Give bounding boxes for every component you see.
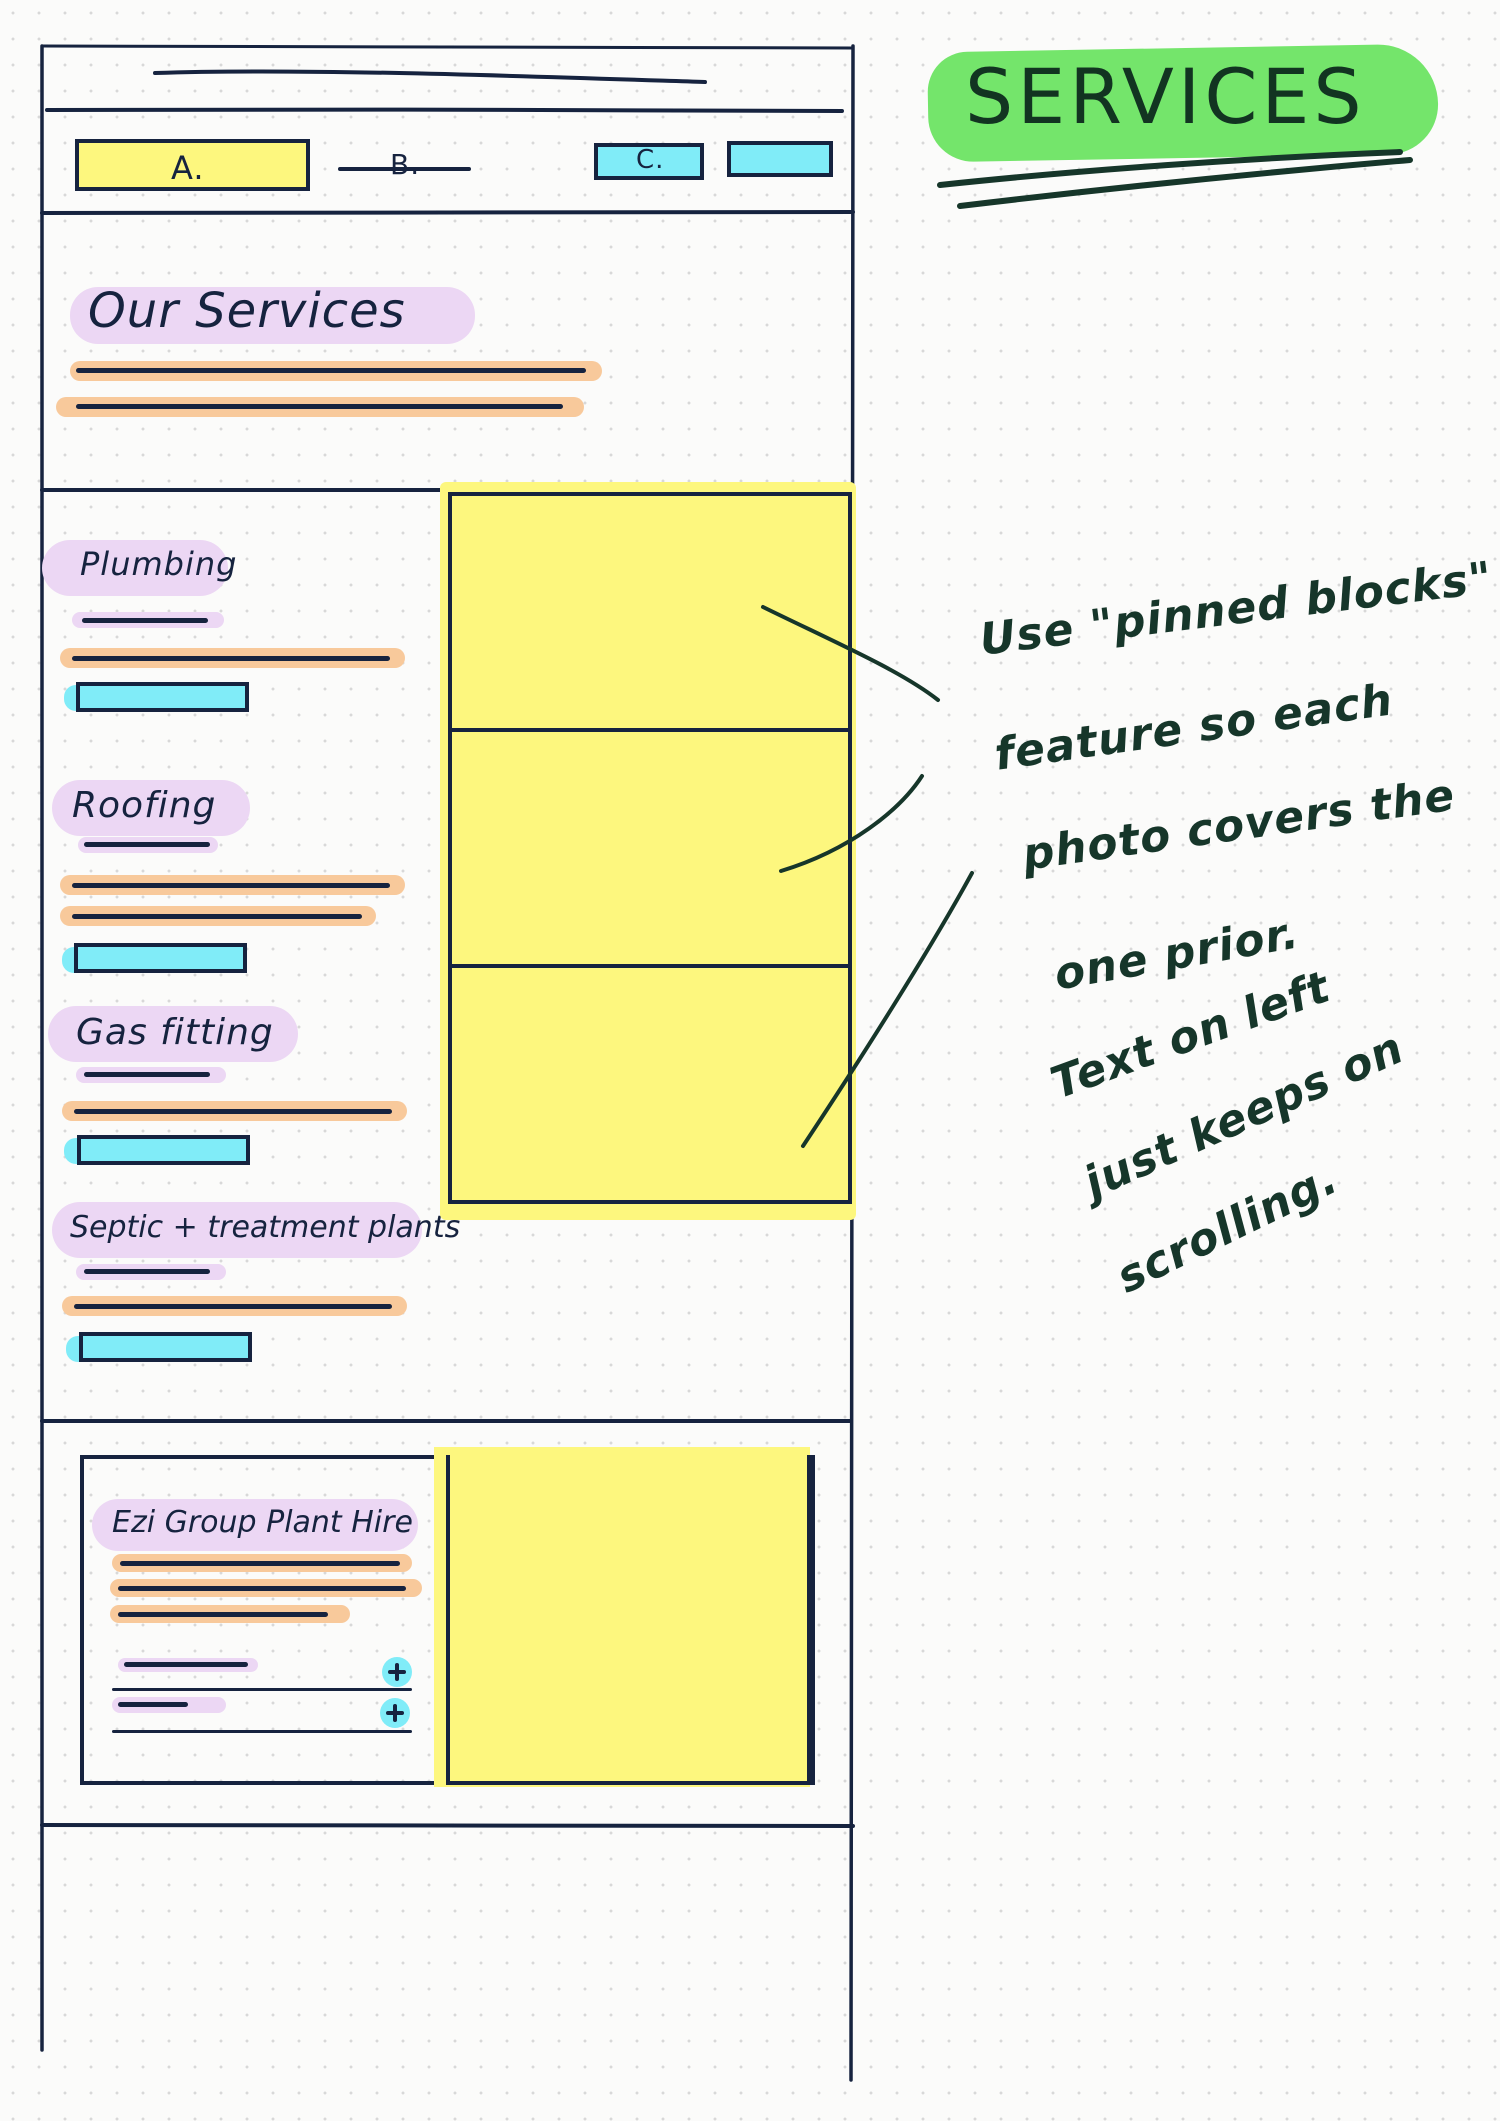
hero-body-line-1 <box>70 361 602 381</box>
plus-icon[interactable] <box>380 1698 410 1728</box>
pinned-photo-block <box>448 728 852 968</box>
nav-button-a[interactable]: A. <box>75 139 310 191</box>
pinned-photo-block <box>448 964 852 1204</box>
service-item-plumbing[interactable]: Plumbing <box>40 535 410 720</box>
nav-cta-button[interactable] <box>727 141 833 177</box>
service-label: Plumbing <box>80 545 238 583</box>
accordion-item[interactable] <box>112 1695 412 1733</box>
hero-heading-highlight <box>70 287 475 344</box>
service-button[interactable] <box>79 1332 252 1362</box>
title-underline <box>937 149 1413 209</box>
page-title: SERVICES <box>965 52 1366 141</box>
feature-card: Ezi Group Plant Hire <box>80 1447 815 1787</box>
annotation-line: photo covers the <box>1019 769 1459 881</box>
nav-b-strike <box>338 167 471 171</box>
service-button[interactable] <box>76 682 249 712</box>
pinned-block-stack <box>440 482 856 1220</box>
service-label: Gas fitting <box>76 1012 274 1053</box>
plus-icon[interactable] <box>382 1657 412 1687</box>
nav-b-label: B. <box>390 148 421 181</box>
service-button[interactable] <box>77 1135 250 1165</box>
service-label: Roofing <box>72 785 217 826</box>
service-item-gas-fitting[interactable]: Gas fitting <box>40 1000 410 1175</box>
nav-c-label: C. <box>636 145 665 175</box>
service-label: Septic + treatment plants <box>70 1210 461 1245</box>
annotation-note: Use "pinned blocks" feature so each phot… <box>975 552 1496 1350</box>
hero-heading: Our Services <box>88 283 406 339</box>
accordion-item[interactable] <box>112 1654 412 1692</box>
nav-button-c[interactable]: C. <box>594 143 704 180</box>
nav-link-b[interactable]: B. <box>335 148 475 188</box>
service-button[interactable] <box>74 943 247 973</box>
feature-title: Ezi Group Plant Hire <box>112 1505 413 1540</box>
service-item-roofing[interactable]: Roofing <box>40 775 410 980</box>
feature-photo <box>446 1455 811 1785</box>
annotation-line: feature so each <box>991 674 1397 781</box>
service-item-septic[interactable]: Septic + treatment plants <box>40 1195 460 1370</box>
nav-a-label: A. <box>171 149 205 187</box>
hero-body-line-2 <box>56 397 584 417</box>
